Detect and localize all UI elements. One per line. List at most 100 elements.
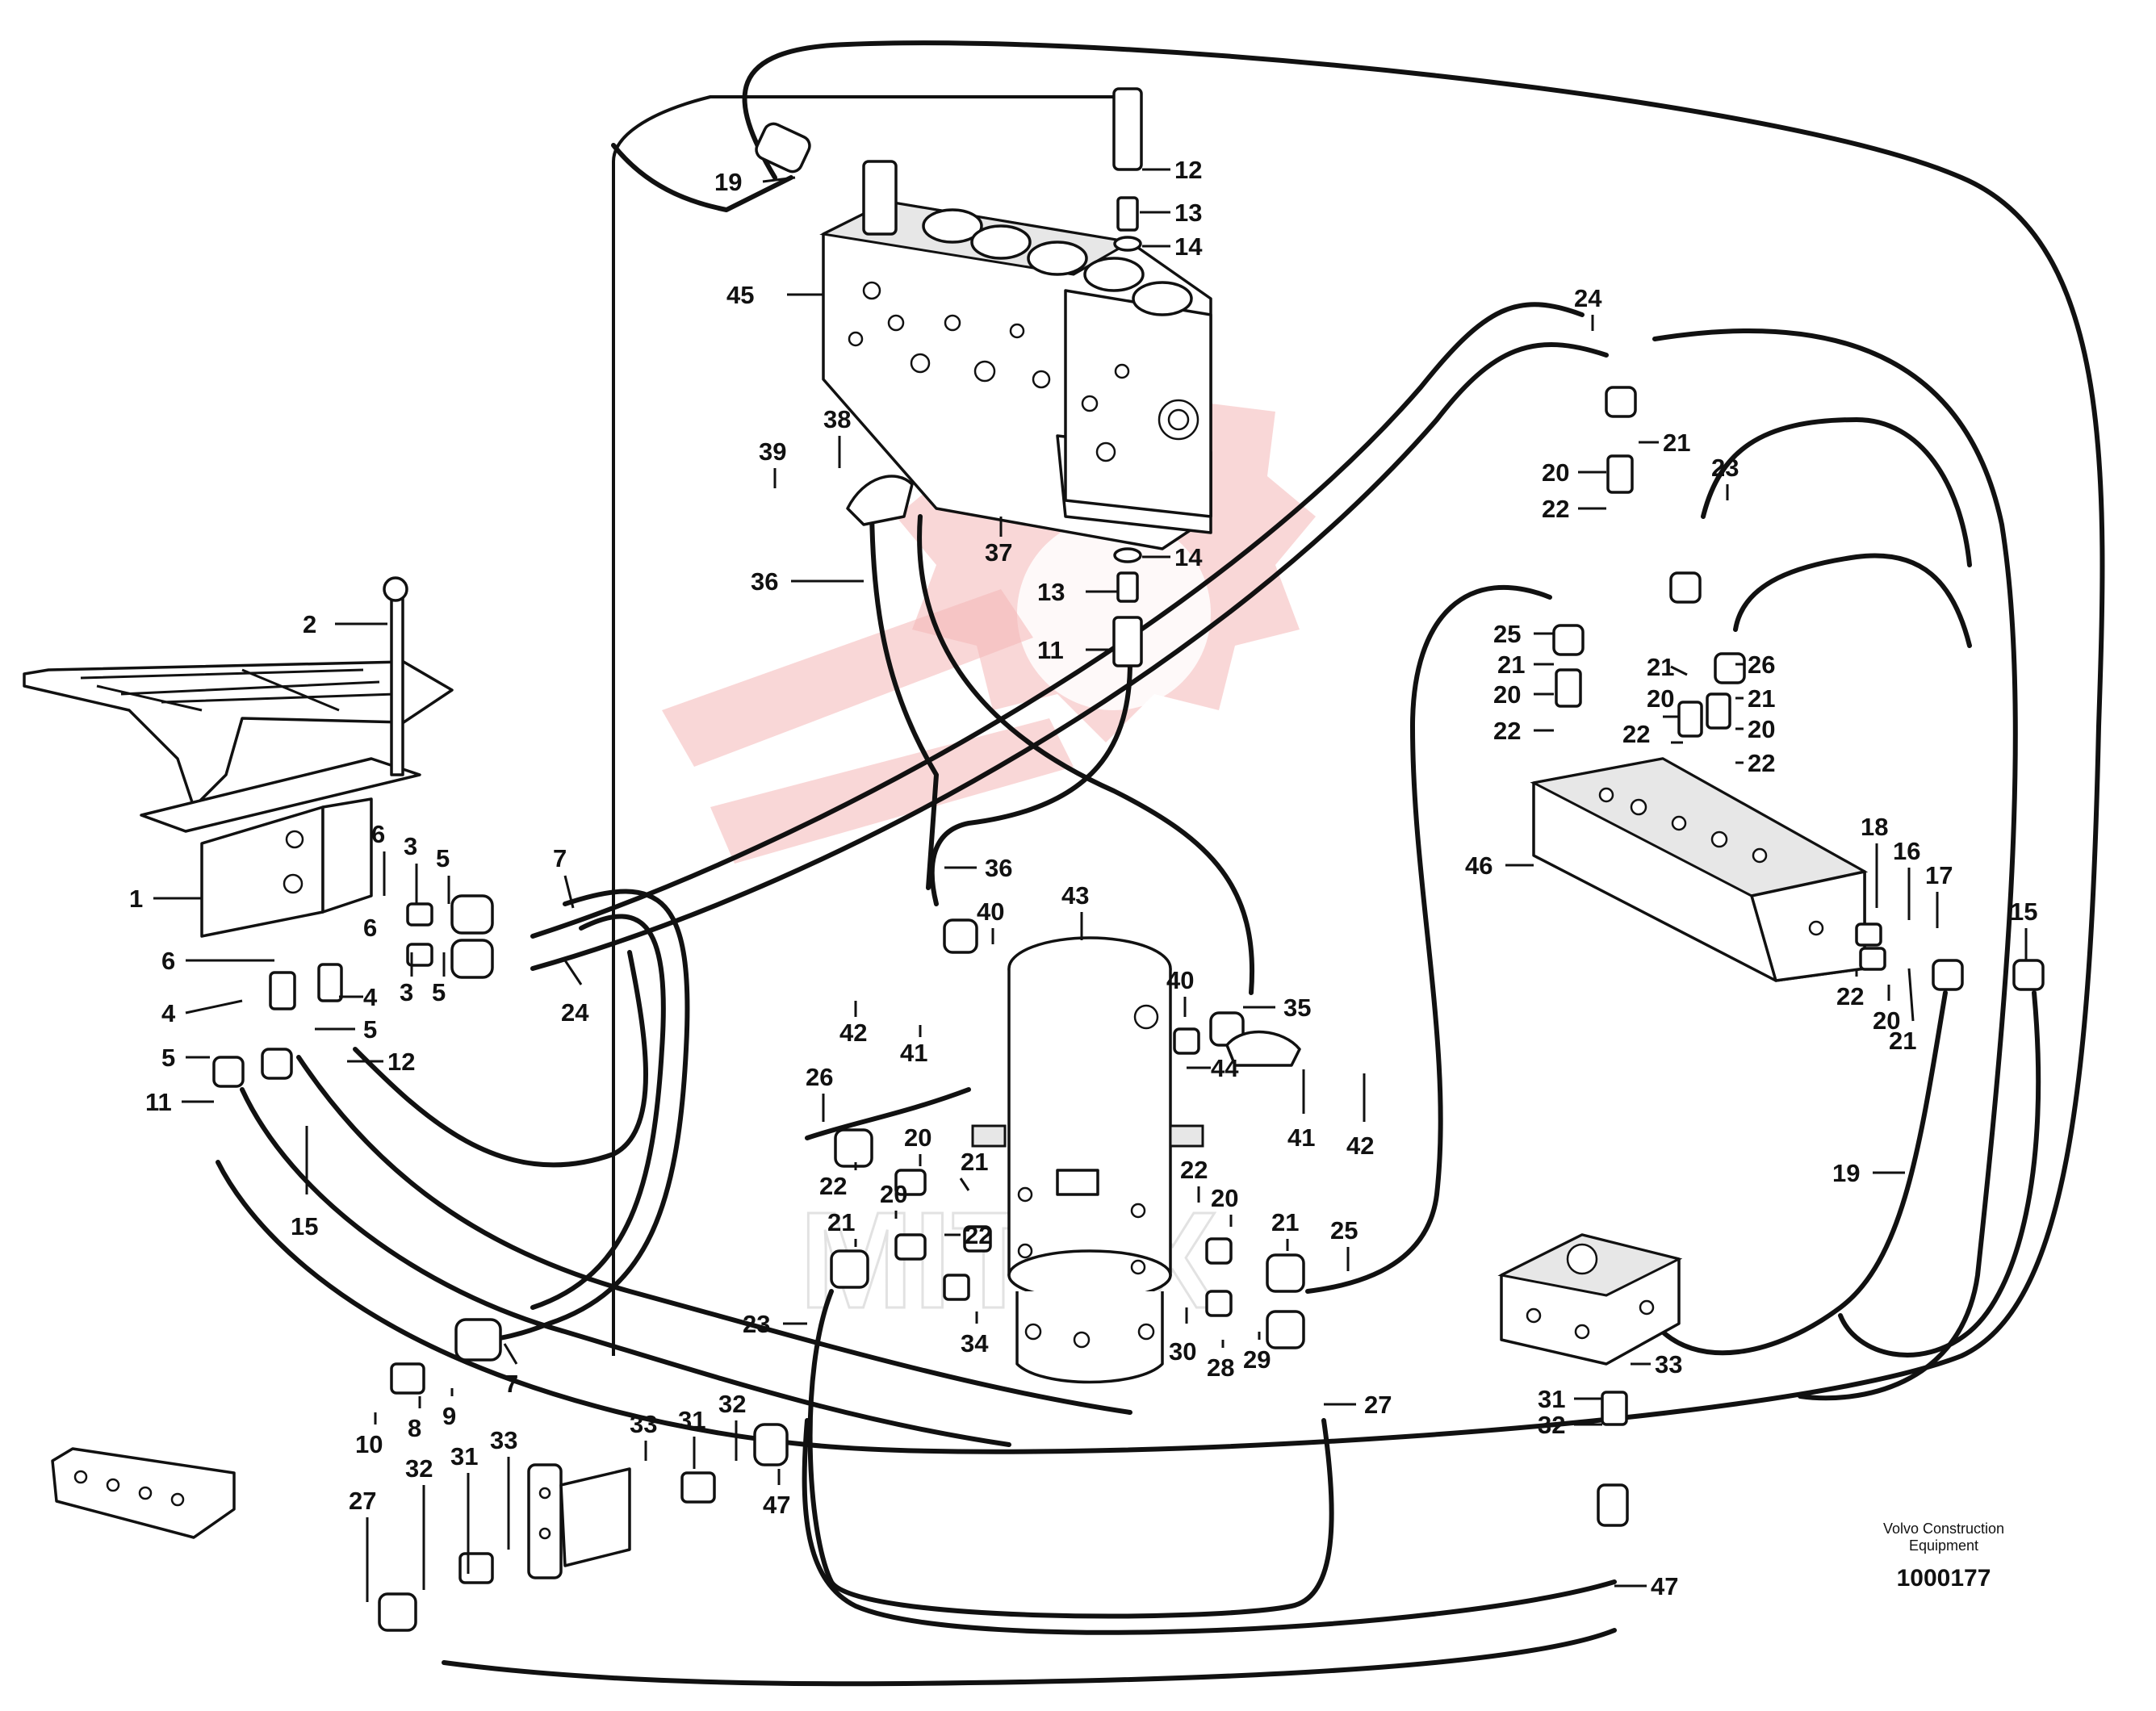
- callout-number: 8: [408, 1414, 421, 1442]
- callout-number: 36: [751, 567, 778, 596]
- callout-number: 27: [349, 1487, 376, 1515]
- valve-block-small: [1497, 1233, 1683, 1366]
- callout-number: 20: [1647, 684, 1674, 713]
- callout-25-top: 25: [1493, 620, 1554, 648]
- callout-number: 3: [404, 832, 417, 860]
- hose-bracket: [527, 1463, 631, 1579]
- callout-number: 20: [1873, 1006, 1900, 1035]
- callout-20-c: 20: [1211, 1184, 1238, 1227]
- callout-number: 10: [355, 1430, 383, 1458]
- callout-number: 15: [2010, 897, 2037, 926]
- callout-4-a: 4: [161, 999, 243, 1027]
- callout-number: 19: [714, 168, 742, 196]
- callout-25-left: 25: [1330, 1216, 1358, 1271]
- callout-number: 25: [1330, 1216, 1358, 1245]
- callout-10: 10: [355, 1412, 383, 1458]
- callout-number: 35: [1283, 994, 1311, 1022]
- manufacturer-note-line1: Volvo Construction: [1883, 1521, 2004, 1537]
- callout-6-b: 6: [363, 914, 377, 942]
- callout-7-a: 7: [553, 844, 575, 909]
- callout-16: 16: [1893, 837, 1920, 920]
- callout-43: 43: [1061, 881, 1089, 940]
- callout-number: 13: [1174, 199, 1202, 227]
- callout-33-right: 33: [1631, 1350, 1682, 1378]
- leader-line: [503, 1343, 518, 1365]
- leader-line: [959, 1178, 970, 1191]
- callout-22-f: 22: [1622, 720, 1683, 748]
- callout-number: 20: [904, 1123, 931, 1152]
- callout-number: 4: [363, 983, 378, 1011]
- callout-number: 30: [1169, 1337, 1196, 1366]
- callout-12-top: 12: [1142, 156, 1202, 184]
- callout-17: 17: [1925, 861, 1953, 928]
- callout-42-b: 42: [1346, 1073, 1374, 1160]
- callout-number: 21: [1647, 653, 1674, 681]
- callout-31-left: 31: [450, 1442, 478, 1574]
- distributor-rail: [51, 1447, 236, 1539]
- callout-32-right: 32: [1538, 1411, 1602, 1439]
- callout-number: 15: [291, 1212, 318, 1240]
- callout-20-b: 20: [880, 1180, 907, 1219]
- callout-14-mid: 14: [1142, 543, 1203, 571]
- swivel-joint: [971, 936, 1204, 1384]
- callout-8: 8: [408, 1396, 421, 1442]
- callout-40-a: 40: [977, 897, 1004, 944]
- callout-31-mid: 31: [678, 1406, 705, 1469]
- pedal-bolt: [390, 588, 404, 776]
- callout-number: 9: [442, 1402, 456, 1430]
- callout-26-top: 26: [1735, 651, 1775, 679]
- callout-number: 21: [1748, 684, 1775, 713]
- callout-21-d: 21: [1639, 429, 1690, 457]
- callout-35: 35: [1243, 994, 1311, 1022]
- callout-26-left: 26: [806, 1063, 833, 1122]
- callout-number: 6: [371, 820, 385, 848]
- callout-11-left: 11: [145, 1088, 214, 1116]
- foot-pedal-assembly: [23, 576, 454, 938]
- callout-number: 20: [880, 1180, 907, 1208]
- callout-number: 43: [1061, 881, 1089, 910]
- callout-31-right: 31: [1538, 1385, 1602, 1413]
- callout-number: 4: [161, 999, 176, 1027]
- callout-number: 19: [1832, 1159, 1860, 1187]
- callout-number: 11: [1037, 636, 1064, 664]
- callout-7-b: 7: [503, 1343, 518, 1398]
- callout-number: 20: [1542, 458, 1569, 487]
- callout-number: 34: [961, 1329, 989, 1358]
- callout-1: 1: [129, 885, 202, 913]
- callout-number: 6: [363, 914, 377, 942]
- callout-33-mid: 33: [630, 1410, 657, 1461]
- callout-20-h: 20: [1873, 985, 1900, 1035]
- valve-port-fitting: [862, 160, 898, 236]
- callout-number: 31: [678, 1406, 705, 1434]
- callout-number: 11: [145, 1088, 172, 1116]
- callout-number: 22: [1180, 1156, 1208, 1184]
- leader-line: [762, 176, 796, 183]
- callout-22-b: 22: [944, 1221, 992, 1249]
- callout-number: 17: [1925, 861, 1953, 889]
- callout-19-top: 19: [714, 168, 796, 196]
- callout-number: 32: [405, 1454, 433, 1483]
- callout-9: 9: [442, 1388, 456, 1430]
- callout-13-top: 13: [1140, 199, 1202, 227]
- callout-number: 26: [806, 1063, 833, 1091]
- callout-22-a: 22: [819, 1162, 857, 1200]
- callout-46: 46: [1465, 851, 1534, 880]
- callout-number: 39: [759, 437, 786, 466]
- callout-22-e: 22: [1493, 717, 1554, 745]
- callout-number: 42: [1346, 1132, 1374, 1160]
- callout-45: 45: [726, 281, 823, 309]
- callout-number: 38: [823, 405, 851, 433]
- callout-5-b: 5: [432, 952, 446, 1006]
- callout-number: 16: [1893, 837, 1920, 865]
- leader-line: [563, 960, 583, 985]
- callout-5-d: 5: [161, 1044, 210, 1072]
- callout-number: 21: [1497, 651, 1525, 679]
- swivel-mounting-ear: [971, 1124, 1007, 1148]
- callout-number: 47: [763, 1491, 790, 1519]
- callout-3-b: 3: [400, 952, 413, 1006]
- callout-36-mid: 36: [944, 854, 1012, 882]
- callout-5-a: 5: [436, 844, 450, 904]
- callout-40-b: 40: [1166, 966, 1194, 1017]
- callout-22-g: 22: [1735, 749, 1775, 777]
